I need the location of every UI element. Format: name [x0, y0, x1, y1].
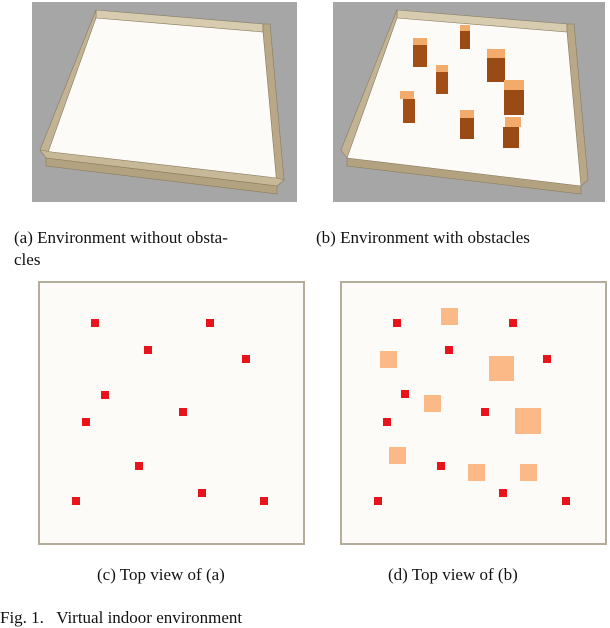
figure-caption: Fig. 1. Virtual indoor environment	[0, 608, 242, 628]
panel-d-top-view	[340, 281, 608, 545]
caption-a-line1: (a) Environment without obsta-	[14, 228, 228, 247]
caption-a-line2: cles	[14, 250, 41, 269]
obstacle-blocks	[400, 25, 524, 148]
obstacle-squares	[380, 308, 541, 481]
panel-c-top-view	[38, 281, 306, 545]
caption-d: (d) Top view of (b)	[388, 565, 518, 584]
env-3d-obstacles-graphic	[333, 2, 605, 202]
top-view-b-graphic	[340, 281, 607, 545]
env-3d-empty-graphic	[32, 2, 297, 202]
top-view-a-graphic	[38, 281, 305, 545]
figure-caption-text: Virtual indoor environment	[56, 608, 243, 627]
caption-c: (c) Top view of (a)	[97, 565, 225, 584]
panel-b-3d-env	[333, 2, 605, 202]
marker-points	[374, 319, 570, 505]
caption-b: (b) Environment with obstacles	[316, 228, 530, 247]
panel-a-3d-env	[32, 2, 297, 202]
figure-label: Fig. 1.	[0, 608, 44, 627]
marker-points	[72, 319, 268, 505]
